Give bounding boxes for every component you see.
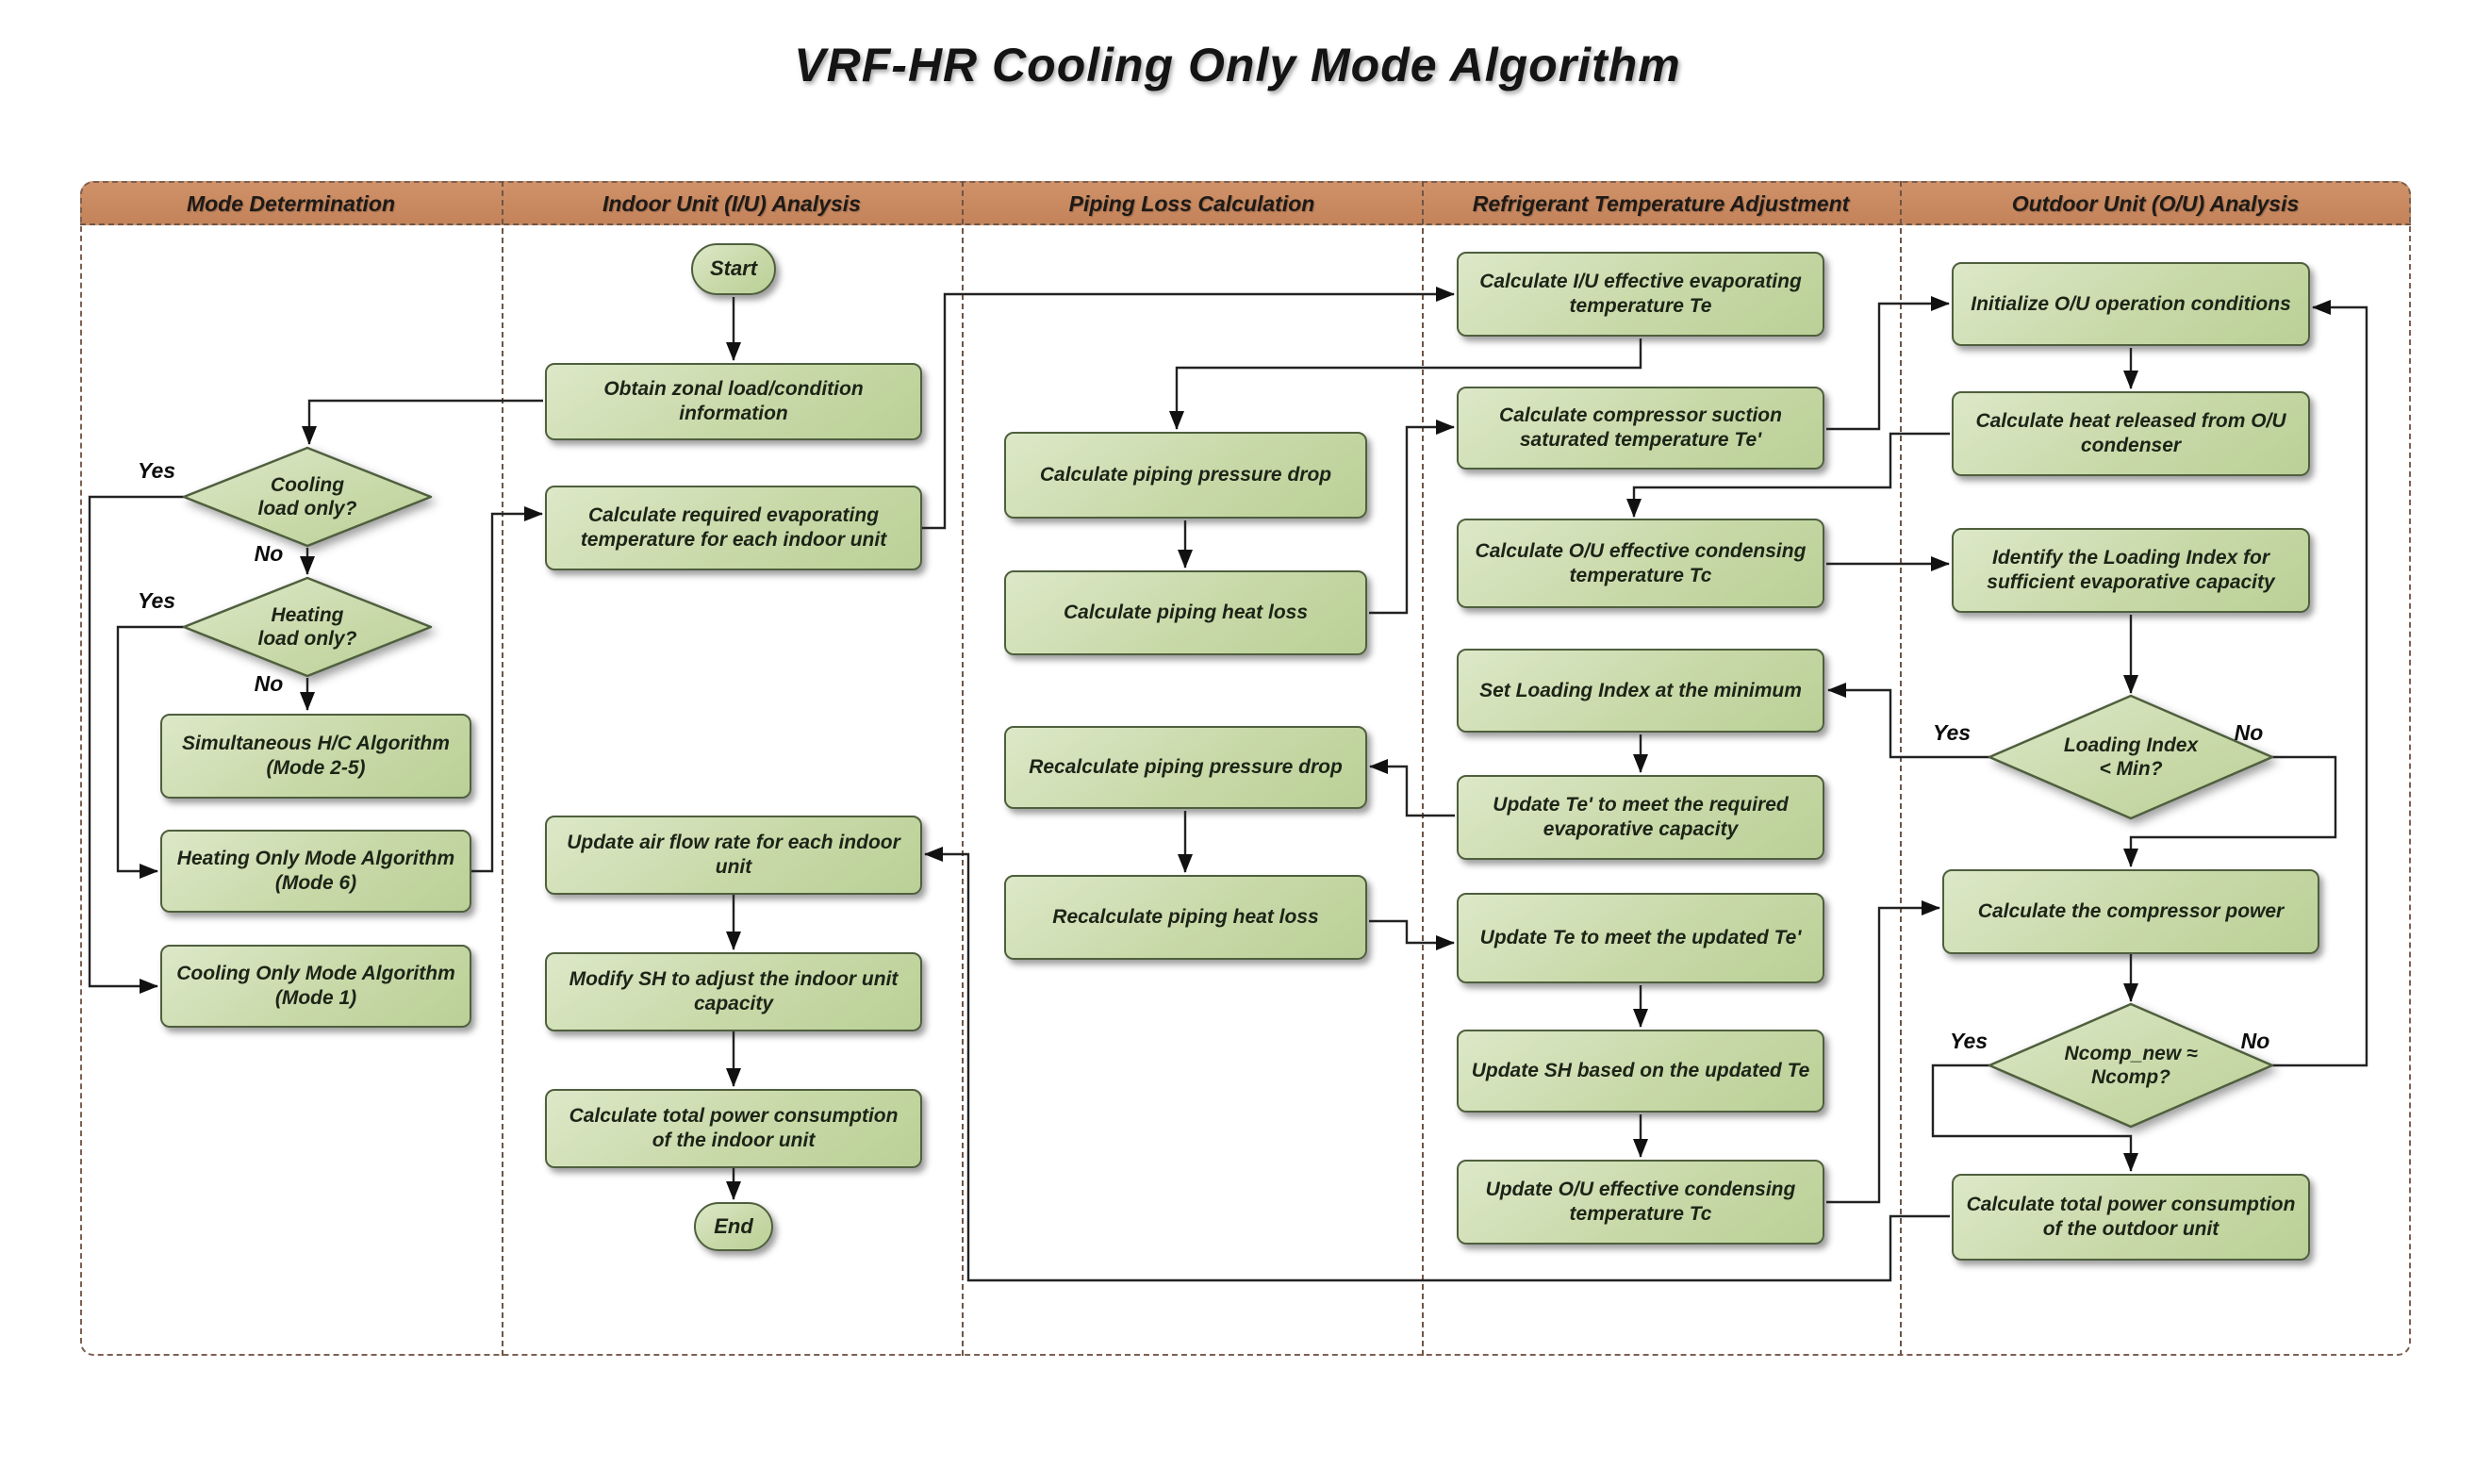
edge-reheatloss-updatete [1369,919,1455,950]
node-recalc-piping-heat-loss: Recalculate piping heat loss [1004,875,1367,960]
lane-title-indoor-unit: Indoor Unit (I/U) Analysis [602,190,861,216]
decision-loading-index-min-text: Loading Index < Min? [2063,734,2199,780]
edge-label-loading-no: No [2234,720,2264,745]
node-update-sh: Update SH based on the updated Te [1457,1030,1824,1113]
edge-obtain-cooling [302,399,543,445]
node-calc-ou-effective-tc: Calculate O/U effective condensing tempe… [1457,519,1824,608]
edge-loading-yes-setli [1827,683,1989,759]
edge-heating-yes-mode6 [116,625,184,879]
edge-mode6-calcreq [471,506,543,873]
lane-title-mode-determination: Mode Determination [186,190,396,216]
edge-label-cooling-yes: Yes [137,458,176,483]
lane-divider-1 [502,181,503,1356]
node-modify-sh: Modify SH to adjust the indoor unit capa… [545,952,922,1031]
node-obtain-zonal-load: Obtain zonal load/condition information [545,363,922,440]
node-calc-piping-pressure-drop: Calculate piping pressure drop [1004,432,1367,519]
edge-teprime-initialize [1826,296,1950,431]
decision-cooling-load-only: Cooling load only? [182,446,433,548]
lane-title-piping-loss: Piping Loss Calculation [1068,190,1315,216]
node-calc-piping-heat-loss: Calculate piping heat loss [1004,570,1367,655]
node-update-ou-effective-tc: Update O/U effective condensing temperat… [1457,1160,1824,1245]
node-end: End [694,1202,773,1251]
edge-updatetep-repressure [1369,759,1455,817]
edge-updatetc-compressor [1826,900,1940,1204]
node-update-air-flow: Update air flow rate for each indoor uni… [545,816,922,895]
edge-heatloss-teprime [1369,420,1455,615]
edge-totalou-updateair [924,847,1950,1282]
node-calc-compressor-power: Calculate the compressor power [1942,869,2319,954]
edge-calcreq-te [922,287,1455,530]
decision-cooling-load-only-text: Cooling load only? [257,473,357,519]
node-set-loading-index-min: Set Loading Index at the minimum [1457,649,1824,733]
lane-divider-4 [1900,181,1902,1356]
edge-label-heating-yes: Yes [137,588,176,613]
lane-divider-3 [1422,181,1424,1356]
page-title: VRF-HR Cooling Only Mode Algorithm [794,39,1681,91]
edge-te-pressure [1169,338,1642,430]
node-calc-iu-effective-te: Calculate I/U effective evaporating temp… [1457,252,1824,337]
lane-divider-2 [962,181,964,1356]
edge-cooling-yes-mode1 [88,495,184,994]
node-update-te-prime: Update Te' to meet the required evaporat… [1457,775,1824,860]
node-simultaneous-hc-mode25: Simultaneous H/C Algorithm (Mode 2-5) [160,714,471,799]
node-total-power-outdoor: Calculate total power consumption of the… [1952,1174,2310,1261]
edge-ncomp-yes-totalou [1931,1064,2138,1172]
lane-title-refrigerant-temp: Refrigerant Temperature Adjustment [1472,190,1850,216]
edge-heatreleased-tc [1626,432,1950,518]
node-calc-compressor-suction-te: Calculate compressor suction saturated t… [1457,387,1824,470]
edge-ncomp-no-initialize [2272,300,2368,1067]
node-update-te: Update Te to meet the updated Te' [1457,893,1824,983]
decision-heating-load-only-text: Heating load only? [257,603,357,650]
lane-title-outdoor-unit: Outdoor Unit (O/U) Analysis [2011,190,2300,216]
node-calc-heat-released: Calculate heat released from O/U condens… [1952,391,2310,476]
edge-loading-no-compressor [2123,755,2337,867]
node-start: Start [691,243,776,295]
diagram-frame [80,181,2411,1356]
node-heating-only-mode6: Heating Only Mode Algorithm (Mode 6) [160,830,471,913]
node-calc-required-evap-temp: Calculate required evaporating temperatu… [545,486,922,570]
node-initialize-ou-conditions: Initialize O/U operation conditions [1952,262,2310,346]
edge-label-cooling-no: No [254,541,284,566]
edge-label-ncomp-yes: Yes [1949,1029,1988,1053]
decision-ncomp-text: Ncomp_new ≈ Ncomp? [2064,1042,2198,1088]
edge-label-heating-no: No [254,671,284,696]
edge-label-loading-yes: Yes [1932,720,1972,745]
swimlane-header-band [80,181,2411,225]
node-identify-loading-index: Identify the Loading Index for sufficien… [1952,528,2310,613]
decision-ncomp: Ncomp_new ≈ Ncomp? [1988,1002,2274,1129]
edge-label-ncomp-no: No [2240,1029,2270,1053]
decision-loading-index-min: Loading Index < Min? [1988,694,2274,820]
decision-heating-load-only: Heating load only? [182,576,433,678]
node-total-power-indoor: Calculate total power consumption of the… [545,1089,922,1168]
node-recalc-piping-pressure-drop: Recalculate piping pressure drop [1004,726,1367,809]
node-cooling-only-mode1: Cooling Only Mode Algorithm (Mode 1) [160,945,471,1028]
